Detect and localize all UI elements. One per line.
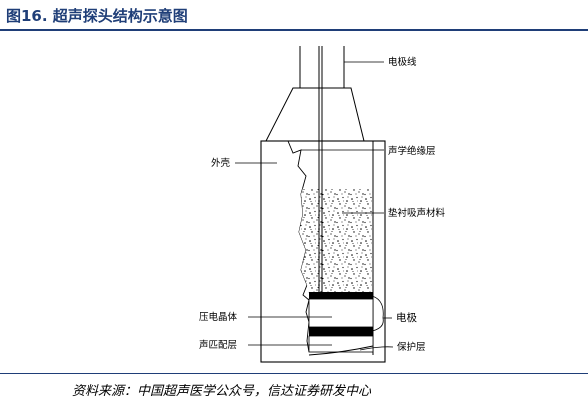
label-electrode: 电极	[396, 311, 417, 324]
label-housing: 外壳	[211, 157, 231, 169]
electrode-wire	[318, 46, 323, 292]
probe-diagram: 电极线 外壳 声学绝缘层 垫衬吸声材料 压电晶体 电极 声匹配层 保护层	[199, 46, 446, 363]
title-divider	[0, 29, 588, 31]
upper-electrode	[309, 292, 373, 299]
label-piezo-crystal: 压电晶体	[199, 311, 238, 323]
lower-electrode	[309, 327, 373, 336]
cable	[299, 46, 345, 88]
backing-material	[299, 188, 373, 293]
leader-lines	[235, 61, 394, 351]
label-electrode-wire: 电极线	[388, 56, 417, 68]
protective-layer	[308, 345, 374, 356]
label-protective-layer: 保护层	[397, 341, 426, 353]
probe-cap	[265, 87, 365, 142]
label-backing-material: 垫衬吸声材料	[388, 207, 446, 219]
figure-title: 图16. 超声探头结构示意图	[6, 7, 188, 25]
source-note: 资料来源：中国超声医学公众号，信达证券研发中心	[72, 384, 372, 399]
piezo-crystal	[308, 298, 374, 328]
label-acoustic-insulation: 声学绝缘层	[388, 145, 436, 157]
source-divider	[0, 373, 588, 374]
label-matching-layer: 声匹配层	[199, 339, 237, 351]
